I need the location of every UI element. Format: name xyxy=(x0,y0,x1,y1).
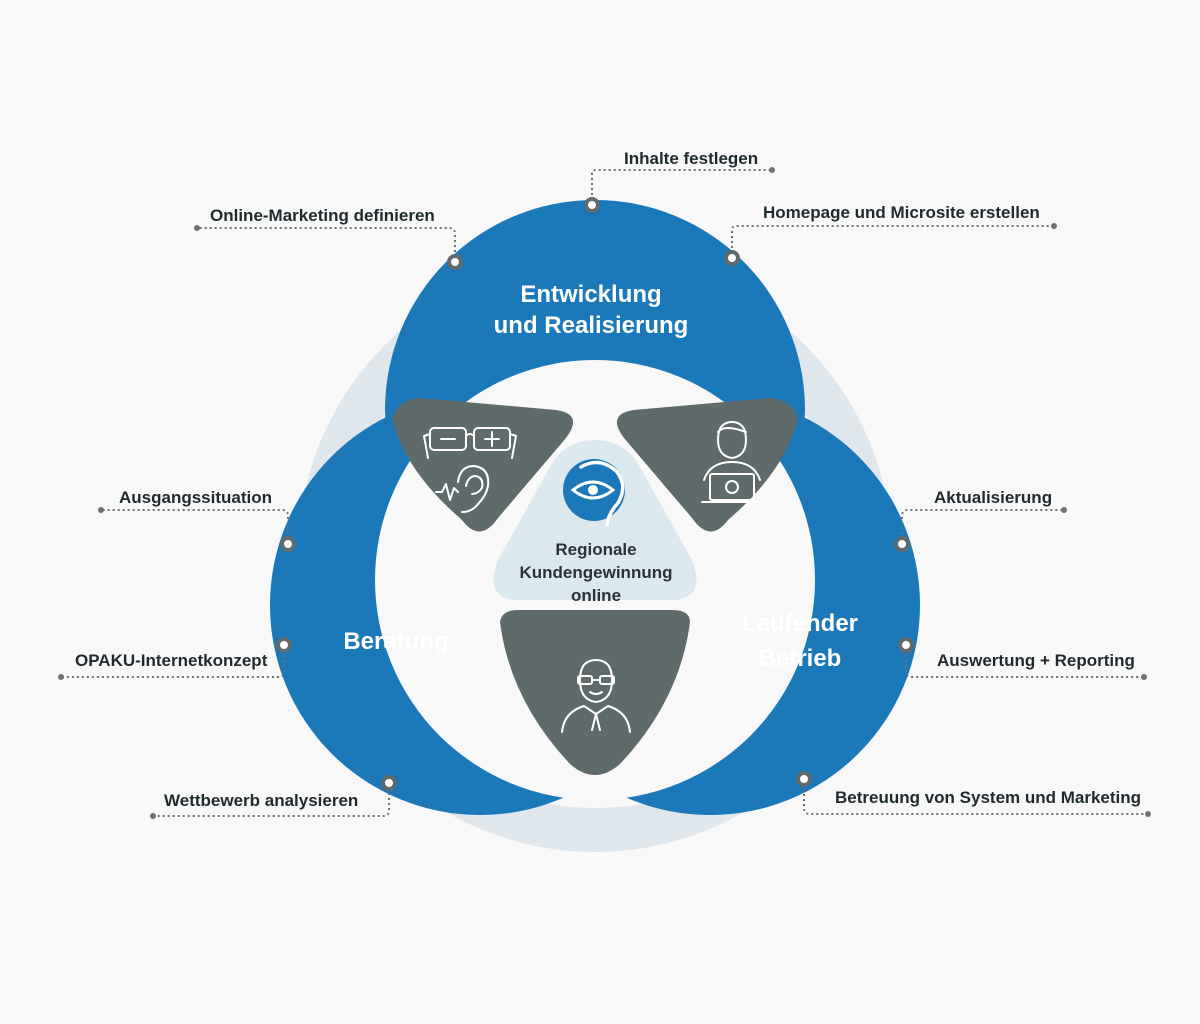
callout-label-homepage: Homepage und Microsite erstellen xyxy=(763,203,1040,222)
person-laptop-icon xyxy=(701,421,763,503)
lobe-right-title-line1: Laufender xyxy=(742,610,858,637)
petal-top-right xyxy=(616,398,798,532)
petal-bottom xyxy=(500,610,690,775)
center-title-line1: Regionale xyxy=(555,540,636,559)
lobe-top-title-line1: Entwicklung xyxy=(520,281,661,308)
eye-ear-logo-icon xyxy=(563,459,625,527)
ear-icon xyxy=(435,465,490,513)
callout-label-betreuung: Betreuung von System und Marketing xyxy=(835,788,1141,807)
center-title-line2: Kundengewinnung xyxy=(520,563,673,582)
center-title-line3: online xyxy=(571,586,621,605)
lobe-left-title: Beratung xyxy=(343,628,448,655)
callout-label-inhalte-festlegen: Inhalte festlegen xyxy=(624,149,758,168)
lobe-right-title-line2: Betrieb xyxy=(759,645,842,672)
callout-label-ausgangssituation: Ausgangssituation xyxy=(119,488,272,507)
callout-label-aktualisierung: Aktualisierung xyxy=(934,488,1052,507)
glasses-icon xyxy=(423,427,517,459)
callout-leaders xyxy=(58,167,1151,819)
petal-top-left xyxy=(392,398,574,532)
callout-anchors xyxy=(276,197,914,791)
callout-label-wettbewerb: Wettbewerb analysieren xyxy=(164,791,358,810)
callout-label-auswertung: Auswertung + Reporting xyxy=(937,651,1135,670)
callout-label-opaku: OPAKU-Internetkonzept xyxy=(75,651,268,670)
callout-label-online-marketing: Online-Marketing definieren xyxy=(210,206,435,225)
lobe-top-title-line2: und Realisierung xyxy=(494,312,689,339)
person-glasses-icon xyxy=(561,659,631,733)
